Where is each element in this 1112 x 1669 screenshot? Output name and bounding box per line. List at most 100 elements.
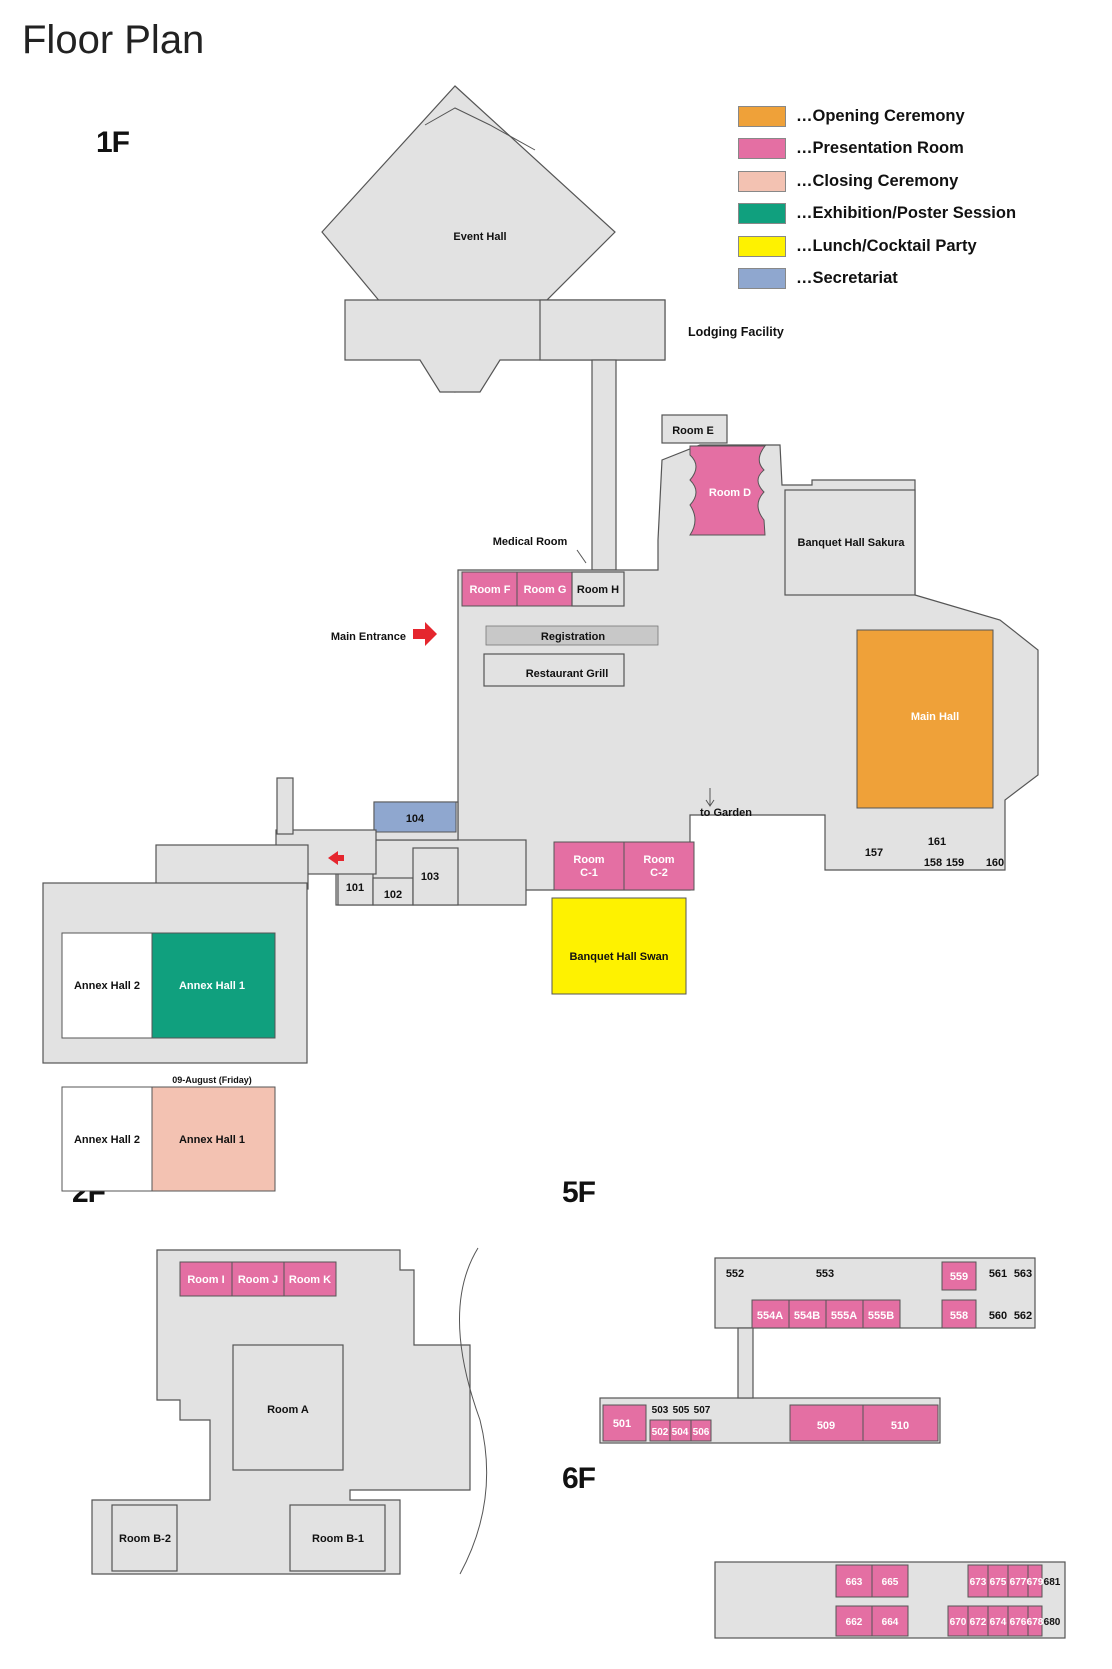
room-679[interactable] xyxy=(1027,1564,1043,1598)
room-677-label: 677 xyxy=(1010,1577,1027,1588)
room-506-label: 506 xyxy=(693,1427,710,1438)
legend-item: …Exhibition/Poster Session xyxy=(738,198,1016,231)
legend-swatch xyxy=(738,203,786,225)
room-510-label: 510 xyxy=(891,1420,909,1432)
room-665-label: 665 xyxy=(882,1577,899,1588)
room-664[interactable] xyxy=(871,1605,909,1637)
annex-hall-2-label: Annex Hall 2 xyxy=(74,980,140,992)
legend-label: …Presentation Room xyxy=(796,139,964,158)
room-665[interactable] xyxy=(871,1564,909,1598)
room-509[interactable] xyxy=(789,1404,864,1442)
room-558-label: 558 xyxy=(950,1310,968,1322)
room-555a[interactable] xyxy=(825,1299,864,1329)
floor-label-5f: 5F xyxy=(562,1176,596,1209)
legend-label: …Closing Ceremony xyxy=(796,171,959,190)
room-102-label: 102 xyxy=(384,889,402,901)
room-559[interactable] xyxy=(941,1261,977,1291)
main-entrance-arrow xyxy=(413,622,437,646)
room-504-label: 504 xyxy=(672,1427,689,1438)
room-j[interactable] xyxy=(231,1261,285,1297)
page-title: Floor Plan xyxy=(22,18,205,62)
registration-label: Registration xyxy=(541,631,605,643)
room-i[interactable] xyxy=(179,1261,233,1297)
event-hall-stage-line xyxy=(424,107,536,151)
room-672-label: 672 xyxy=(970,1617,987,1628)
room-i-label: Room I xyxy=(187,1274,224,1286)
lodging-facility-label: Lodging Facility xyxy=(688,325,784,339)
room-f[interactable] xyxy=(461,571,518,607)
legend-item: …Lunch/Cocktail Party xyxy=(738,230,1016,263)
room-k[interactable] xyxy=(283,1261,337,1297)
room-c2[interactable] xyxy=(623,841,695,891)
room-506[interactable] xyxy=(690,1419,712,1442)
room-509-label: 509 xyxy=(817,1420,835,1432)
annex-hall-1-closing[interactable] xyxy=(151,1086,276,1192)
room-555b[interactable] xyxy=(862,1299,901,1329)
room-510[interactable] xyxy=(862,1404,939,1442)
legend: …Opening Ceremony…Presentation Room…Clos… xyxy=(738,100,1016,295)
legend-item: …Presentation Room xyxy=(738,133,1016,166)
room-j-label: Room J xyxy=(238,1274,278,1286)
room-560-label: 560 xyxy=(989,1310,1007,1322)
room-663[interactable] xyxy=(835,1564,873,1598)
connecting-corridor xyxy=(591,359,617,571)
room-678-label: 678 xyxy=(1027,1617,1044,1628)
room-663-label: 663 xyxy=(846,1577,863,1588)
room-a[interactable] xyxy=(232,1344,344,1471)
room-160-label: 160 xyxy=(986,857,1004,869)
room-563-label: 563 xyxy=(1014,1268,1032,1280)
room-158-label: 158 xyxy=(924,857,942,869)
floor-label-6f: 6F xyxy=(562,1462,596,1495)
registration-desk[interactable] xyxy=(485,625,659,646)
room-g-label: Room G xyxy=(524,584,567,596)
room-b2[interactable] xyxy=(111,1504,178,1572)
room-104[interactable] xyxy=(373,801,457,833)
room-159-label: 159 xyxy=(946,857,964,869)
room-c2-label-top: Room xyxy=(643,854,674,866)
room-101-label: 101 xyxy=(346,882,364,894)
room-558[interactable] xyxy=(941,1299,977,1329)
room-676-label: 676 xyxy=(1010,1617,1027,1628)
room-d-label: Room D xyxy=(709,487,751,499)
annex-hall-2[interactable] xyxy=(61,932,153,1039)
room-h[interactable] xyxy=(571,571,625,607)
annex-direction-arrow xyxy=(328,851,344,865)
banquet-hall-swan[interactable] xyxy=(551,897,687,995)
main-hall[interactable] xyxy=(856,629,994,809)
room-b1[interactable] xyxy=(289,1504,386,1572)
room-157-label: 157 xyxy=(865,847,883,859)
room-a-label: Room A xyxy=(267,1404,309,1416)
room-678[interactable] xyxy=(1027,1605,1043,1637)
room-103[interactable] xyxy=(412,847,459,906)
room-507-label: 507 xyxy=(694,1405,711,1416)
main-entrance-label: Main Entrance xyxy=(331,631,406,643)
event-hall-label: Event Hall xyxy=(453,231,506,243)
restaurant-grill[interactable] xyxy=(483,653,625,687)
annex-hall-1-label: Annex Hall 1 xyxy=(179,980,245,992)
banquet-hall-swan-label: Banquet Hall Swan xyxy=(569,951,668,963)
room-679-label: 679 xyxy=(1027,1577,1044,1588)
annex-hall-1[interactable] xyxy=(151,932,276,1039)
room-c2-label-bottom: C-2 xyxy=(650,867,668,879)
room-562-label: 562 xyxy=(1014,1310,1032,1322)
room-555a-label: 555A xyxy=(831,1310,857,1322)
room-553-label: 553 xyxy=(816,1268,834,1280)
room-662[interactable] xyxy=(835,1605,873,1637)
banquet-hall-sakura[interactable] xyxy=(784,489,916,596)
room-c1[interactable] xyxy=(553,841,625,891)
annex-hall-2-closing[interactable] xyxy=(61,1086,153,1192)
annex-stair-tower xyxy=(276,777,294,835)
room-501[interactable] xyxy=(602,1404,647,1442)
room-103-label: 103 xyxy=(421,871,439,883)
legend-label: …Exhibition/Poster Session xyxy=(796,204,1017,223)
room-554a-label: 554A xyxy=(757,1310,783,1322)
room-d[interactable] xyxy=(689,445,767,536)
room-554a[interactable] xyxy=(751,1299,790,1329)
legend-swatch xyxy=(738,105,786,127)
room-e[interactable] xyxy=(661,414,728,444)
room-k-label: Room K xyxy=(289,1274,331,1286)
closing-date-label: 09-August (Friday) xyxy=(172,1075,252,1085)
medical-room-pointer xyxy=(576,549,587,564)
room-681-label: 681 xyxy=(1044,1577,1061,1588)
